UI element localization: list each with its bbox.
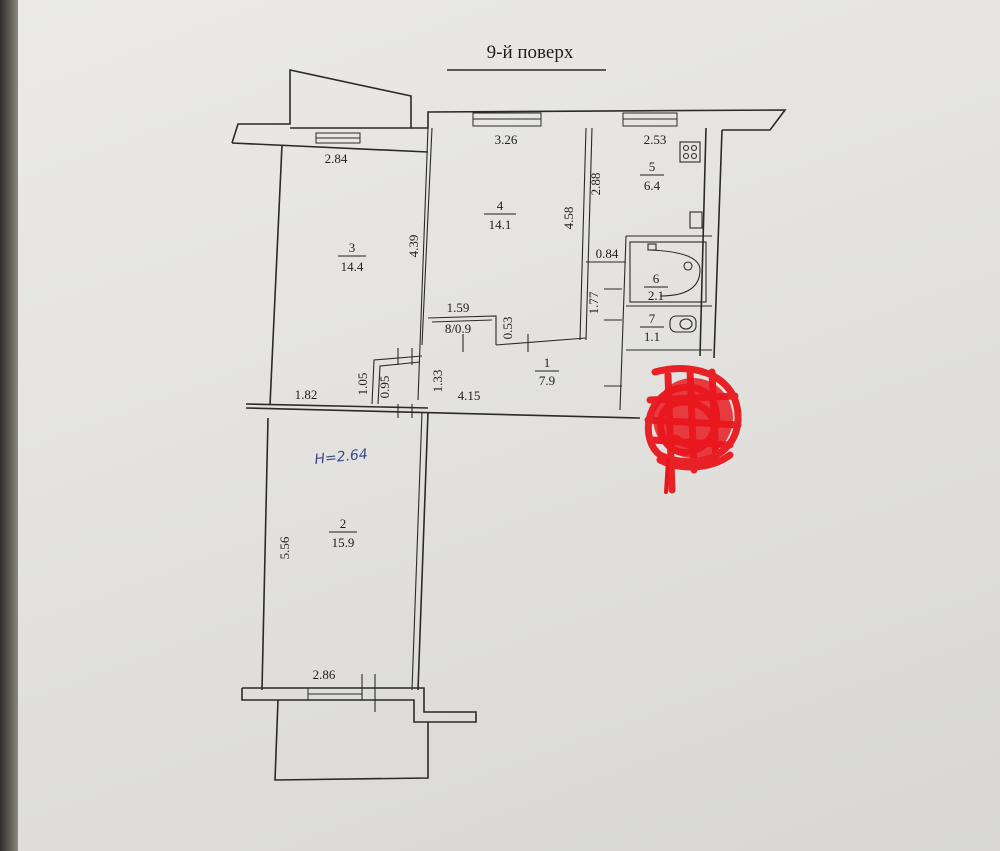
dim-r3-width: 2.84 bbox=[325, 151, 348, 166]
dim-r5-length: 2.88 bbox=[588, 173, 603, 196]
interior-walls bbox=[371, 127, 712, 691]
door-marks bbox=[361, 261, 622, 712]
dim-r3-length: 4.39 bbox=[406, 235, 421, 258]
room-labels: 3 14.4 4 14.1 5 6.4 6 2.1 7 1.1 1 7.9 2 … bbox=[329, 159, 668, 550]
room-1-area: 7.9 bbox=[539, 373, 555, 388]
sink-icon bbox=[689, 211, 703, 229]
room-7-number: 7 bbox=[649, 311, 656, 326]
room-1-number: 1 bbox=[544, 355, 551, 370]
room-5-area: 6.4 bbox=[644, 178, 661, 193]
dim-hall-c: 1.33 bbox=[430, 370, 445, 393]
dim-hall-length: 4.15 bbox=[458, 388, 481, 403]
dim-r4-length: 4.58 bbox=[561, 207, 576, 230]
dim-closet-width: 1.59 bbox=[447, 300, 470, 315]
dim-closet-depth: 0.53 bbox=[500, 317, 515, 340]
room-4-area: 14.1 bbox=[489, 217, 512, 232]
windows bbox=[307, 112, 678, 701]
dim-hall-left: 1.82 bbox=[295, 387, 318, 402]
room-4-number: 4 bbox=[497, 198, 504, 213]
paper-sheet bbox=[18, 0, 1000, 851]
room-5-number: 5 bbox=[649, 159, 656, 174]
room-3-number: 3 bbox=[349, 240, 356, 255]
toilet-icon bbox=[669, 315, 697, 333]
dim-hall-side: 1.77 bbox=[586, 291, 601, 314]
room-3-area: 14.4 bbox=[341, 259, 364, 274]
dim-bath-gap: 0.84 bbox=[596, 246, 619, 261]
dim-r2-length: 5.56 bbox=[277, 536, 292, 559]
red-scribble-redaction bbox=[644, 365, 742, 494]
dim-r4-width: 3.26 bbox=[495, 132, 518, 147]
bathtub-icon bbox=[629, 241, 707, 303]
room-2-number: 2 bbox=[340, 516, 347, 531]
closet-label: 8/0.9 bbox=[445, 321, 471, 336]
dim-hall-b: 0.95 bbox=[377, 376, 392, 399]
stove-icon bbox=[679, 141, 701, 163]
dim-hall-a: 1.05 bbox=[355, 373, 370, 396]
fixtures bbox=[629, 141, 707, 333]
dimension-labels: 2.84 4.39 3.26 4.58 2.53 2.88 0.84 1.77 … bbox=[277, 132, 666, 682]
room-7-area: 1.1 bbox=[644, 329, 660, 344]
plan-title: 9-й поверх bbox=[487, 42, 574, 63]
room-2-area: 15.9 bbox=[332, 535, 355, 550]
dim-r2-width: 2.86 bbox=[313, 667, 336, 682]
ceiling-height-note: H=2.64 bbox=[314, 446, 369, 467]
room-6-number: 6 bbox=[653, 271, 660, 286]
room-6-area: 2.1 bbox=[648, 288, 664, 303]
dim-r5-width: 2.53 bbox=[644, 132, 667, 147]
